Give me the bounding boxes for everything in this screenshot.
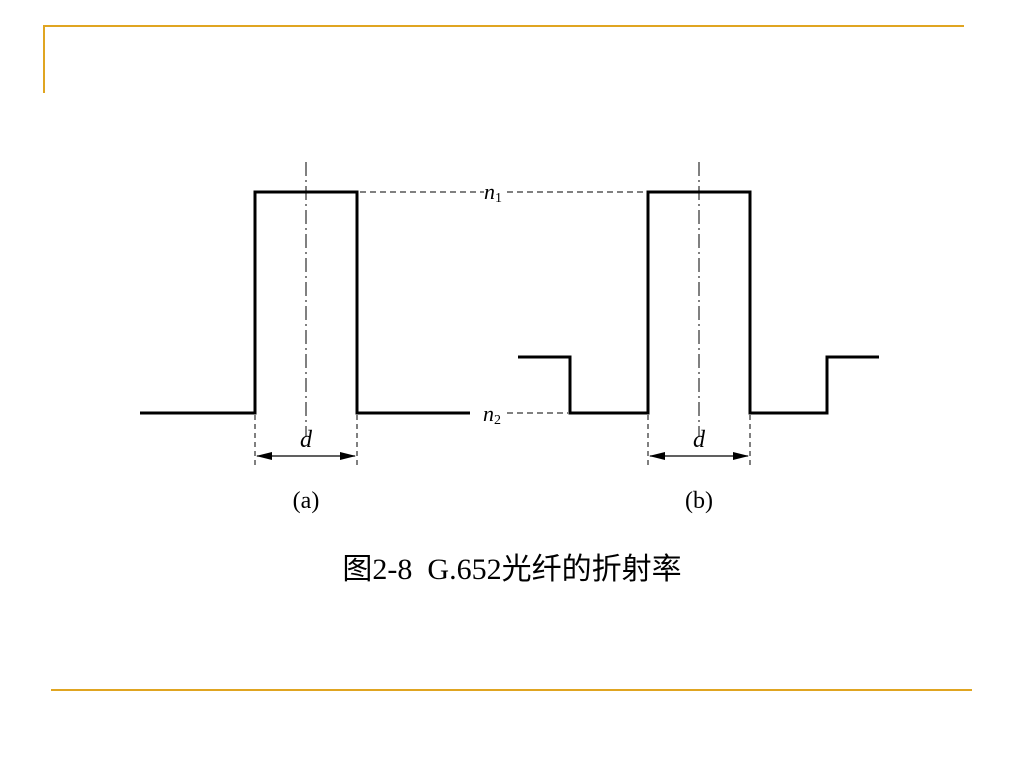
n1-reference: n1: [360, 179, 645, 206]
dim-b-label: d: [693, 427, 706, 453]
slide-top-accent-line: [43, 25, 964, 27]
dim-a-arrowhead-left: [256, 452, 272, 460]
profile-a-line: [140, 190, 470, 415]
panel-a-label: (a): [293, 488, 320, 514]
panel-b-label: (b): [685, 488, 713, 514]
slide-left-accent-line: [43, 25, 45, 93]
slide-bottom-accent-line: [51, 689, 972, 691]
n1-label: n1: [484, 179, 502, 206]
panel-b-profile: d (b): [518, 162, 879, 514]
dim-b-arrowhead-left: [649, 452, 665, 460]
n2-label: n2: [483, 401, 501, 428]
figure-caption: 图2-8 G.652光纤的折射率: [342, 553, 682, 586]
panel-a-profile: d (a): [140, 162, 470, 514]
dim-a-label: d: [300, 427, 313, 453]
n2-reference: n2: [483, 401, 568, 428]
dim-b-arrowhead-right: [733, 452, 749, 460]
dim-a-arrowhead-right: [340, 452, 356, 460]
